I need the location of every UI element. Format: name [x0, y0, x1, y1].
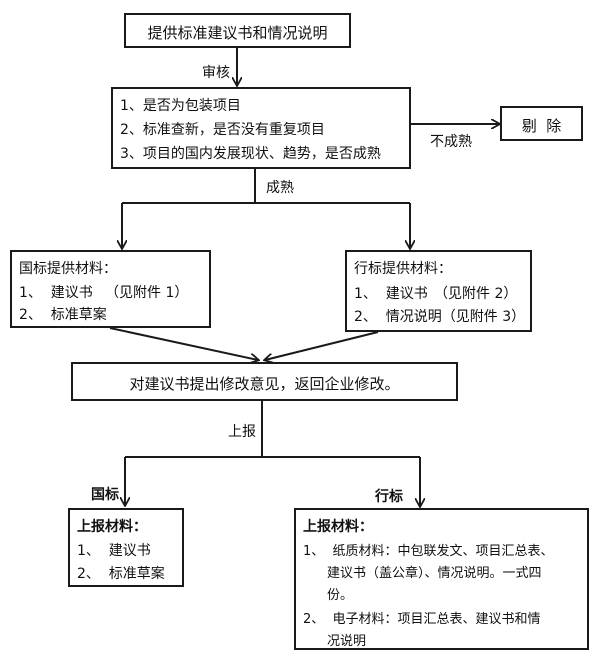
feedback-text: 对建议书提出修改意见，返回企业修改。: [129, 375, 400, 393]
provide-proposal-box: 提供标准建议书和情况说明: [124, 13, 351, 48]
national-report-item-1: 1、 建议书: [77, 543, 151, 559]
industry-report-item-1-line-2: 建议书（盖公章）、情况说明。一式四: [327, 566, 542, 581]
industry-materials-item-1-note: （见附件 2）: [434, 286, 518, 302]
national-materials-box: 国标提供材料： 1、 建议书 （见附件 1） 2、 标准草案: [10, 250, 211, 328]
industry-report-item-1-line-3: 份。: [327, 588, 354, 603]
national-report-box: 上报材料： 1、 建议书 2、 标准草案: [68, 508, 184, 587]
arrow-industry-to-feedback: [265, 331, 379, 360]
industry-materials-item-1: 1、 建议书: [354, 286, 428, 302]
industry-materials-box: 行标提供材料： 1、 建议书 （见附件 2） 2、 情况说明（见附件 3）: [345, 250, 532, 332]
national-report-title: 上报材料：: [77, 519, 147, 535]
label-national: 国标: [91, 487, 119, 503]
national-materials-item-1: 1、 建议书: [19, 285, 93, 301]
label-industry: 行标: [375, 489, 403, 505]
reject-text: 剔 除: [521, 117, 562, 135]
national-report-item-2: 2、 标准草案: [77, 566, 165, 582]
national-materials-item-1-note: （见附件 1）: [105, 285, 189, 301]
label-mature: 成熟: [266, 180, 294, 196]
review-criteria-box: 1、是否为包装项目 2、标准查新，是否没有重复项目 3、项目的国内发展现状、趋势…: [111, 87, 411, 169]
national-materials-item-2: 2、 标准草案: [19, 307, 107, 323]
feedback-box: 对建议书提出修改意见，返回企业修改。: [71, 362, 458, 401]
label-review: 审核: [202, 65, 230, 81]
industry-report-item-2-line-2: 况说明: [327, 634, 367, 649]
industry-report-item-2-line-1: 2、 电子材料：项目汇总表、建议书和情: [303, 612, 541, 627]
industry-report-item-1-line-1: 1、 纸质材料：中包联发文、项目汇总表、: [303, 544, 554, 559]
label-immature: 不成熟: [430, 134, 472, 150]
reject-box: 剔 除: [500, 106, 583, 141]
review-criterion-1: 1、是否为包装项目: [120, 98, 241, 114]
industry-materials-item-2: 2、 情况说明（见附件 3）: [354, 309, 526, 325]
national-materials-title: 国标提供材料：: [19, 261, 117, 277]
industry-report-title: 上报材料：: [303, 519, 373, 535]
review-criterion-2: 2、标准查新，是否没有重复项目: [120, 122, 325, 138]
provide-proposal-text: 提供标准建议书和情况说明: [147, 24, 328, 42]
review-criterion-3: 3、项目的国内发展现状、趋势，是否成熟: [120, 146, 381, 162]
industry-materials-title: 行标提供材料：: [354, 261, 452, 277]
arrow-national-to-feedback: [109, 327, 258, 360]
label-report: 上报: [228, 424, 256, 440]
industry-report-box: 上报材料： 1、 纸质材料：中包联发文、项目汇总表、 建议书（盖公章）、情况说明…: [294, 508, 589, 650]
